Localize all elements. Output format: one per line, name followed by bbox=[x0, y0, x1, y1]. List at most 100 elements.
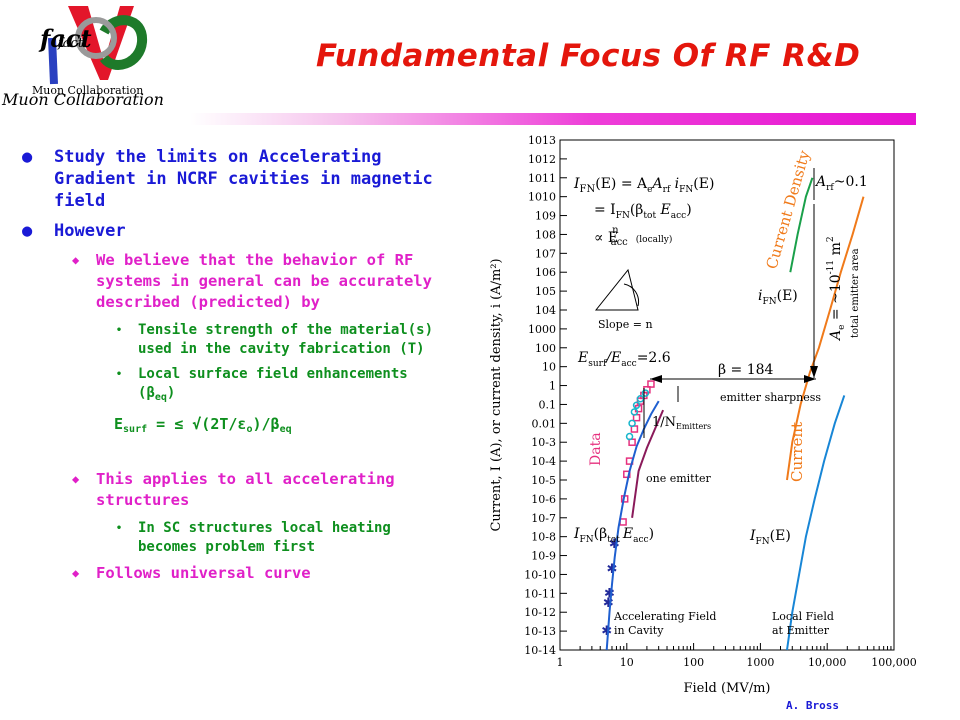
x-axis-label: Field (MV/m) bbox=[683, 681, 770, 696]
y-tick-label: 10-12 bbox=[524, 606, 556, 619]
ifn-low2-label: IFN(E) bbox=[749, 528, 791, 547]
y-tick-label: 10-13 bbox=[524, 625, 556, 638]
x-tick-label: 1 bbox=[557, 656, 564, 669]
y-tick-label: 10-10 bbox=[524, 568, 556, 581]
y-tick-label: 10-6 bbox=[531, 493, 556, 506]
bullet-list: ● Study the limits on Accelerating Gradie… bbox=[18, 146, 453, 592]
series-line bbox=[631, 409, 665, 518]
slope-arc bbox=[623, 283, 639, 307]
y-tick-label: 10-3 bbox=[531, 436, 556, 449]
eq-line2: = IFN(βtot Eacc) bbox=[594, 202, 692, 221]
y-tick-label: 10 bbox=[542, 361, 556, 374]
y-tick-label: 10-11 bbox=[524, 587, 556, 600]
logo-caption2: Muon Collaboration bbox=[2, 90, 164, 109]
series-line bbox=[786, 196, 865, 481]
logo-graphic bbox=[48, 6, 147, 85]
logo-gear-shape bbox=[75, 17, 117, 59]
bullet-1: ● Study the limits on Accelerating Gradie… bbox=[18, 146, 453, 212]
x-tick-label: 10 bbox=[620, 656, 634, 669]
y-tick-label: 100 bbox=[535, 342, 556, 355]
x-tick-label: 100,000 bbox=[871, 656, 917, 669]
acc-field-label-1: Accelerating Field bbox=[613, 610, 716, 623]
y-tick-label: 10-4 bbox=[531, 455, 556, 468]
author-credit: A. Bross bbox=[786, 699, 839, 712]
data-point bbox=[647, 380, 655, 388]
y-tick-label: 106 bbox=[535, 266, 556, 279]
logo-bar-shape bbox=[48, 37, 58, 85]
logo-caption1: Muon Collaboration bbox=[32, 84, 144, 97]
series-line bbox=[605, 400, 660, 651]
current-series-label: Current bbox=[788, 422, 806, 482]
logo-word2: fact bbox=[58, 36, 84, 51]
ae-caption: total emitter area bbox=[850, 248, 861, 338]
y-tick-label: 108 bbox=[535, 228, 556, 241]
bullet-marker-icon: ● bbox=[22, 147, 33, 167]
eq-surf-sub: surf bbox=[123, 424, 148, 435]
beta-184-label: β = 184 bbox=[718, 362, 774, 378]
ae-label: Ae = ~10-11 m2 bbox=[826, 236, 847, 342]
y-tick-label: 105 bbox=[535, 285, 556, 298]
bullet-2-1-text: We believe that the behavior of RF syste… bbox=[96, 251, 432, 311]
data-point: ✱ bbox=[604, 586, 615, 601]
y-tick-label: 1013 bbox=[528, 134, 556, 147]
bullet-2-text: However bbox=[54, 221, 126, 241]
eq-middle: = ≤ √(2T/ε bbox=[147, 415, 247, 433]
local-field-label-2: at Emitter bbox=[772, 624, 830, 637]
y-tick-label: 10-14 bbox=[524, 644, 556, 657]
data-point bbox=[632, 401, 641, 410]
beta-arrow-head-left bbox=[650, 375, 662, 383]
y-tick-label: 0.01 bbox=[532, 417, 557, 430]
bullet-2-1: ◆We believe that the behavior of RF syst… bbox=[18, 250, 453, 313]
chart-series: ✱✱✱✱✱ bbox=[601, 177, 865, 651]
diamond-bullet-icon: ◆ bbox=[72, 566, 80, 580]
x-tick-label: 1000 bbox=[746, 656, 774, 669]
y-tick-label: 109 bbox=[535, 210, 556, 223]
data-point bbox=[625, 432, 634, 441]
slope-label: Slope = n bbox=[598, 318, 653, 331]
bullet-2-1-2-text: Local surface field enhancements ( bbox=[138, 366, 408, 401]
emitter-sharpness-label: emitter sharpness bbox=[720, 391, 821, 404]
bullet-2-3-text: Follows universal curve bbox=[96, 564, 311, 582]
series-line bbox=[786, 395, 846, 651]
y-tick-label: 1000 bbox=[528, 323, 556, 336]
y-tick-label: 10-9 bbox=[531, 550, 556, 563]
eq-eq-sub: eq bbox=[279, 424, 292, 435]
x-tick-label: 100 bbox=[683, 656, 704, 669]
diamond-bullet-icon: ◆ bbox=[72, 472, 80, 486]
y-tick-label: 1011 bbox=[528, 172, 556, 185]
plot-frame bbox=[559, 139, 895, 651]
one-emitter-label: one emitter bbox=[646, 472, 712, 485]
y-tick-label: 1 bbox=[549, 380, 556, 393]
bullet-2-2: ◆This applies to all accelerating struct… bbox=[18, 469, 453, 511]
y-tick-label: 10-8 bbox=[531, 531, 556, 544]
data-point: ✱ bbox=[603, 596, 614, 611]
dot-bullet-icon: • bbox=[116, 523, 123, 534]
eq-end: )/β bbox=[252, 415, 280, 433]
y-tick-label: 10-5 bbox=[531, 474, 556, 487]
logo-ring-shape bbox=[99, 15, 147, 70]
y-tick-label: 0.1 bbox=[539, 398, 557, 411]
bullet-marker-icon: ● bbox=[22, 221, 33, 241]
data-point bbox=[630, 408, 639, 416]
y-tick-label: 1010 bbox=[528, 191, 556, 204]
bullet-2-1-1: •Tensile strength of the material(s) use… bbox=[18, 321, 453, 359]
bullet-2-1-1-text: Tensile strength of the material(s) used… bbox=[138, 322, 434, 357]
data-point: ✱ bbox=[601, 624, 612, 639]
logo-word1: fact bbox=[40, 24, 92, 53]
bullet-1-text: Study the limits on Accelerating Gradien… bbox=[54, 147, 433, 211]
bullet-2-3: ◆ Follows universal curve bbox=[18, 563, 453, 584]
acc-field-label-2: in Cavity bbox=[614, 624, 664, 637]
data-point bbox=[636, 395, 645, 403]
bullet-2: ● However bbox=[18, 220, 453, 242]
y-axis-label: Current, I (A), or current density, i (A… bbox=[489, 258, 504, 531]
slope-triangle bbox=[594, 268, 639, 311]
data-point: ✱ bbox=[607, 562, 618, 577]
beta-subscript: eq bbox=[154, 392, 167, 403]
bullet-2-1-2: •Local surface field enhancements (βeq) bbox=[18, 365, 453, 407]
beta-arrow-head-right bbox=[804, 375, 816, 383]
y-tick-label: 1012 bbox=[528, 153, 556, 166]
y-tick-label: 107 bbox=[535, 247, 556, 260]
